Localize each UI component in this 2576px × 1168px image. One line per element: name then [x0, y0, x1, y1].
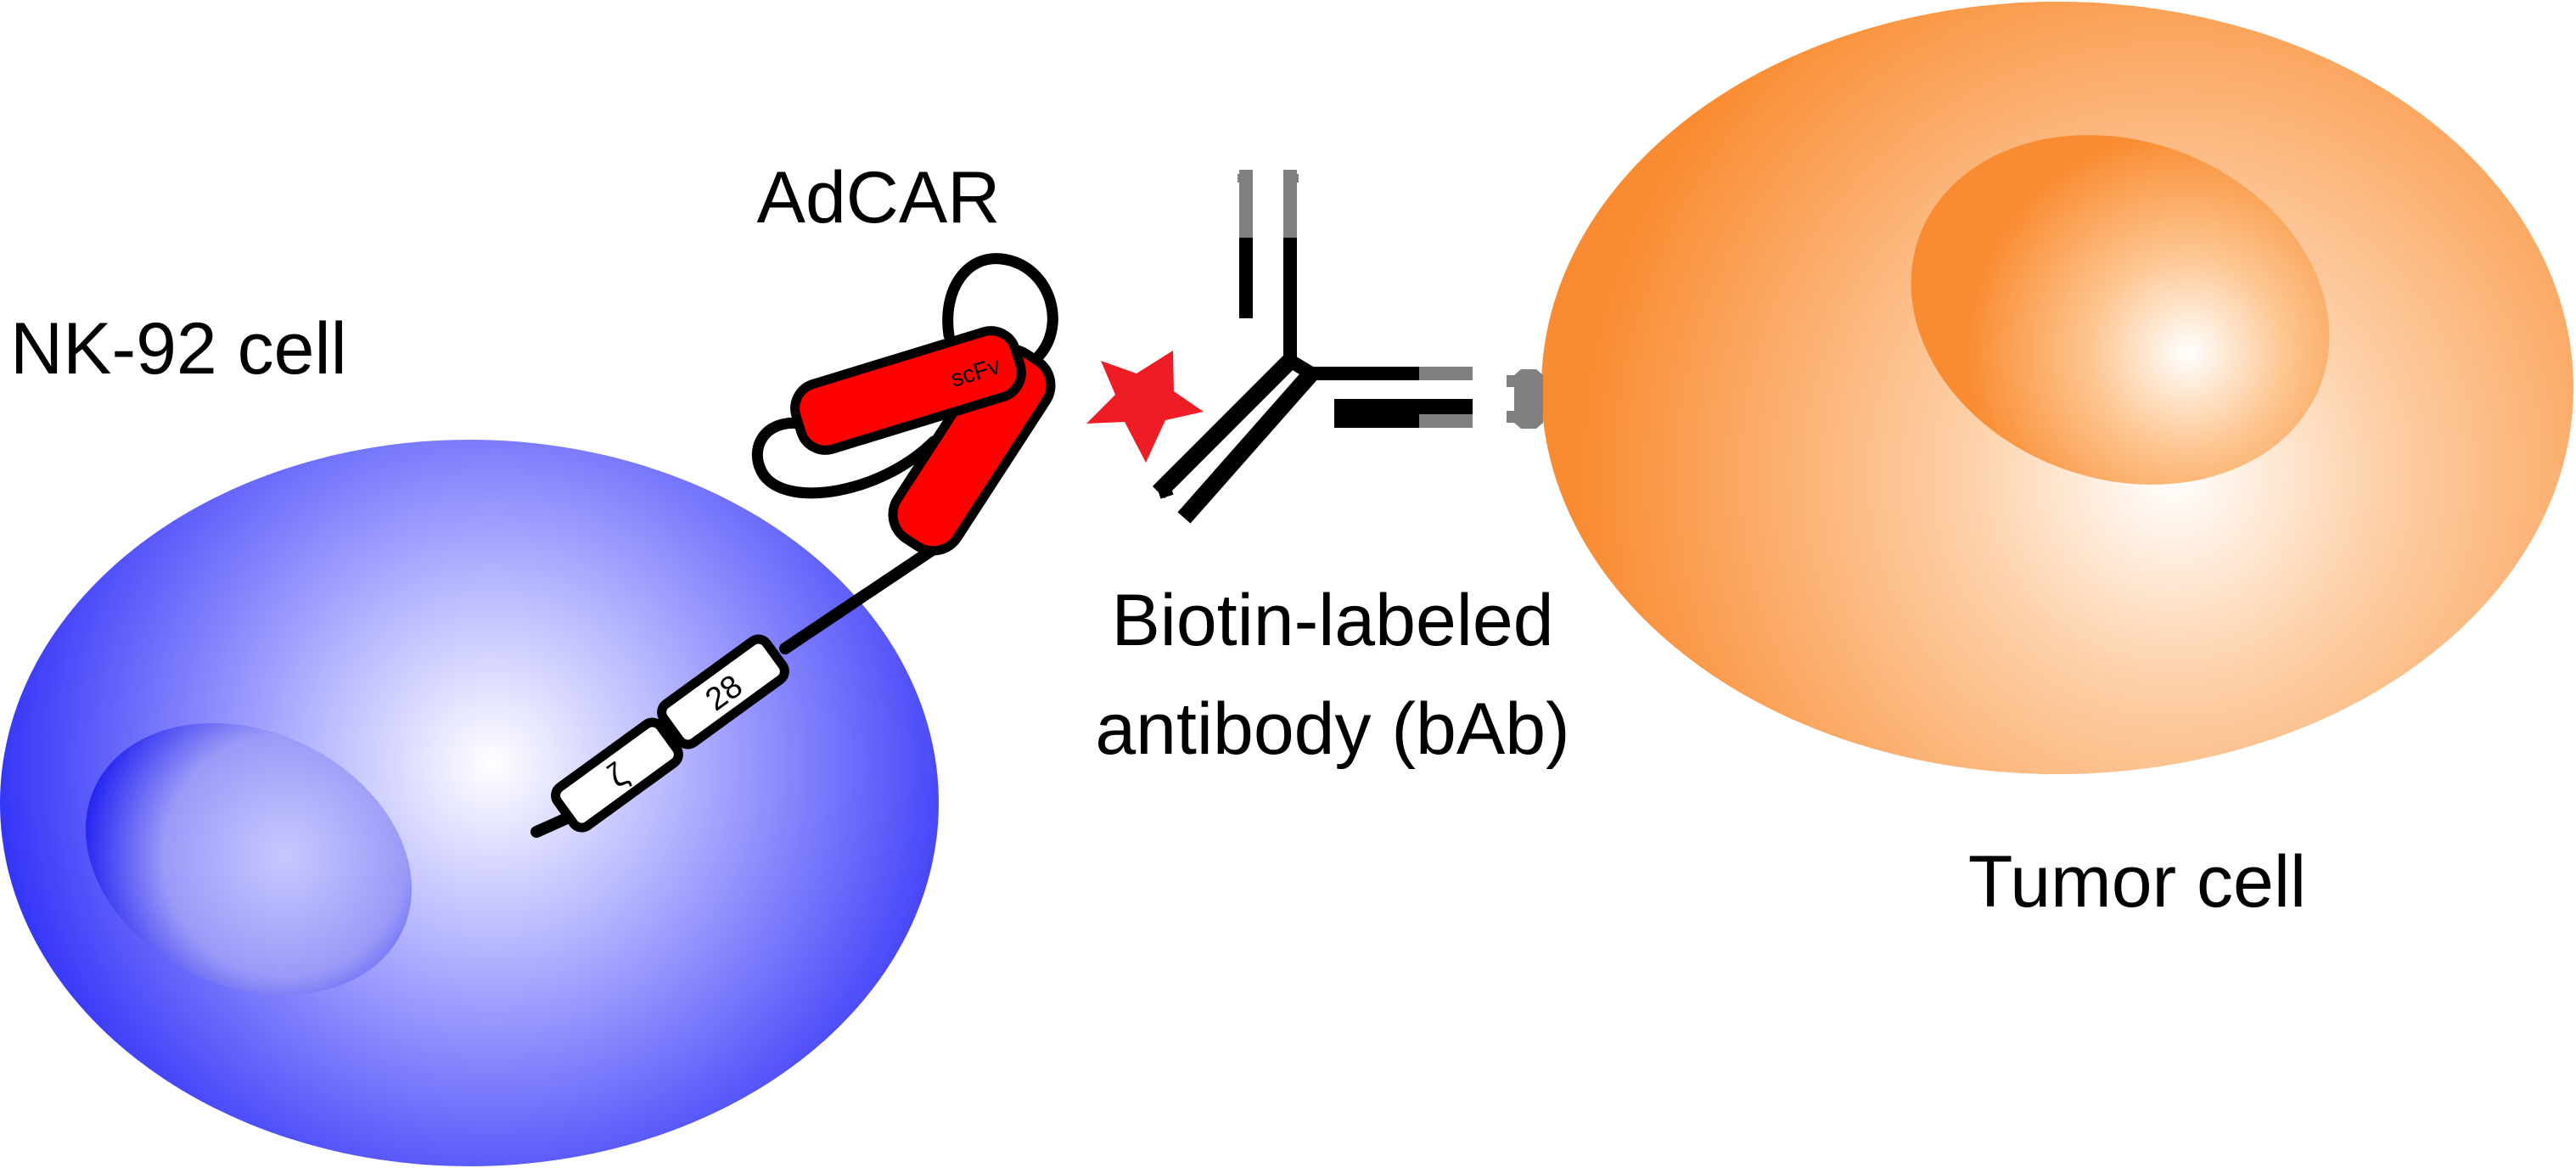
nk-cell-label: NK-92 cell	[10, 308, 347, 390]
tumor-cell-nucleus	[1911, 135, 2330, 485]
bab-label-line1: Biotin-labeled	[1111, 580, 1553, 661]
biotin-star-icon	[1086, 351, 1204, 463]
car-stalk	[779, 537, 948, 654]
nk-92-cell	[0, 440, 939, 1166]
tumor-antigen	[1507, 369, 1543, 429]
cd28-domain: 28	[657, 634, 789, 750]
tumor-cell	[1541, 2, 2573, 774]
biotin-labeled-antibody	[1152, 170, 1473, 524]
nk-cell-nucleus	[85, 722, 412, 996]
adcar-construct: 28 ζ scFv	[530, 253, 1058, 838]
scfv-light-chain: scFv	[790, 326, 1026, 455]
tumor-cell-label: Tumor cell	[1968, 841, 2306, 923]
bab-label-line2: antibody (bAb)	[1095, 688, 1569, 770]
adcar-label: AdCAR	[757, 157, 1001, 239]
scfv-heavy-chain	[888, 344, 1056, 556]
scfv-top-loop	[942, 253, 1058, 367]
scfv-left-loop	[751, 418, 940, 499]
cd3-zeta-domain: ζ	[551, 717, 683, 833]
